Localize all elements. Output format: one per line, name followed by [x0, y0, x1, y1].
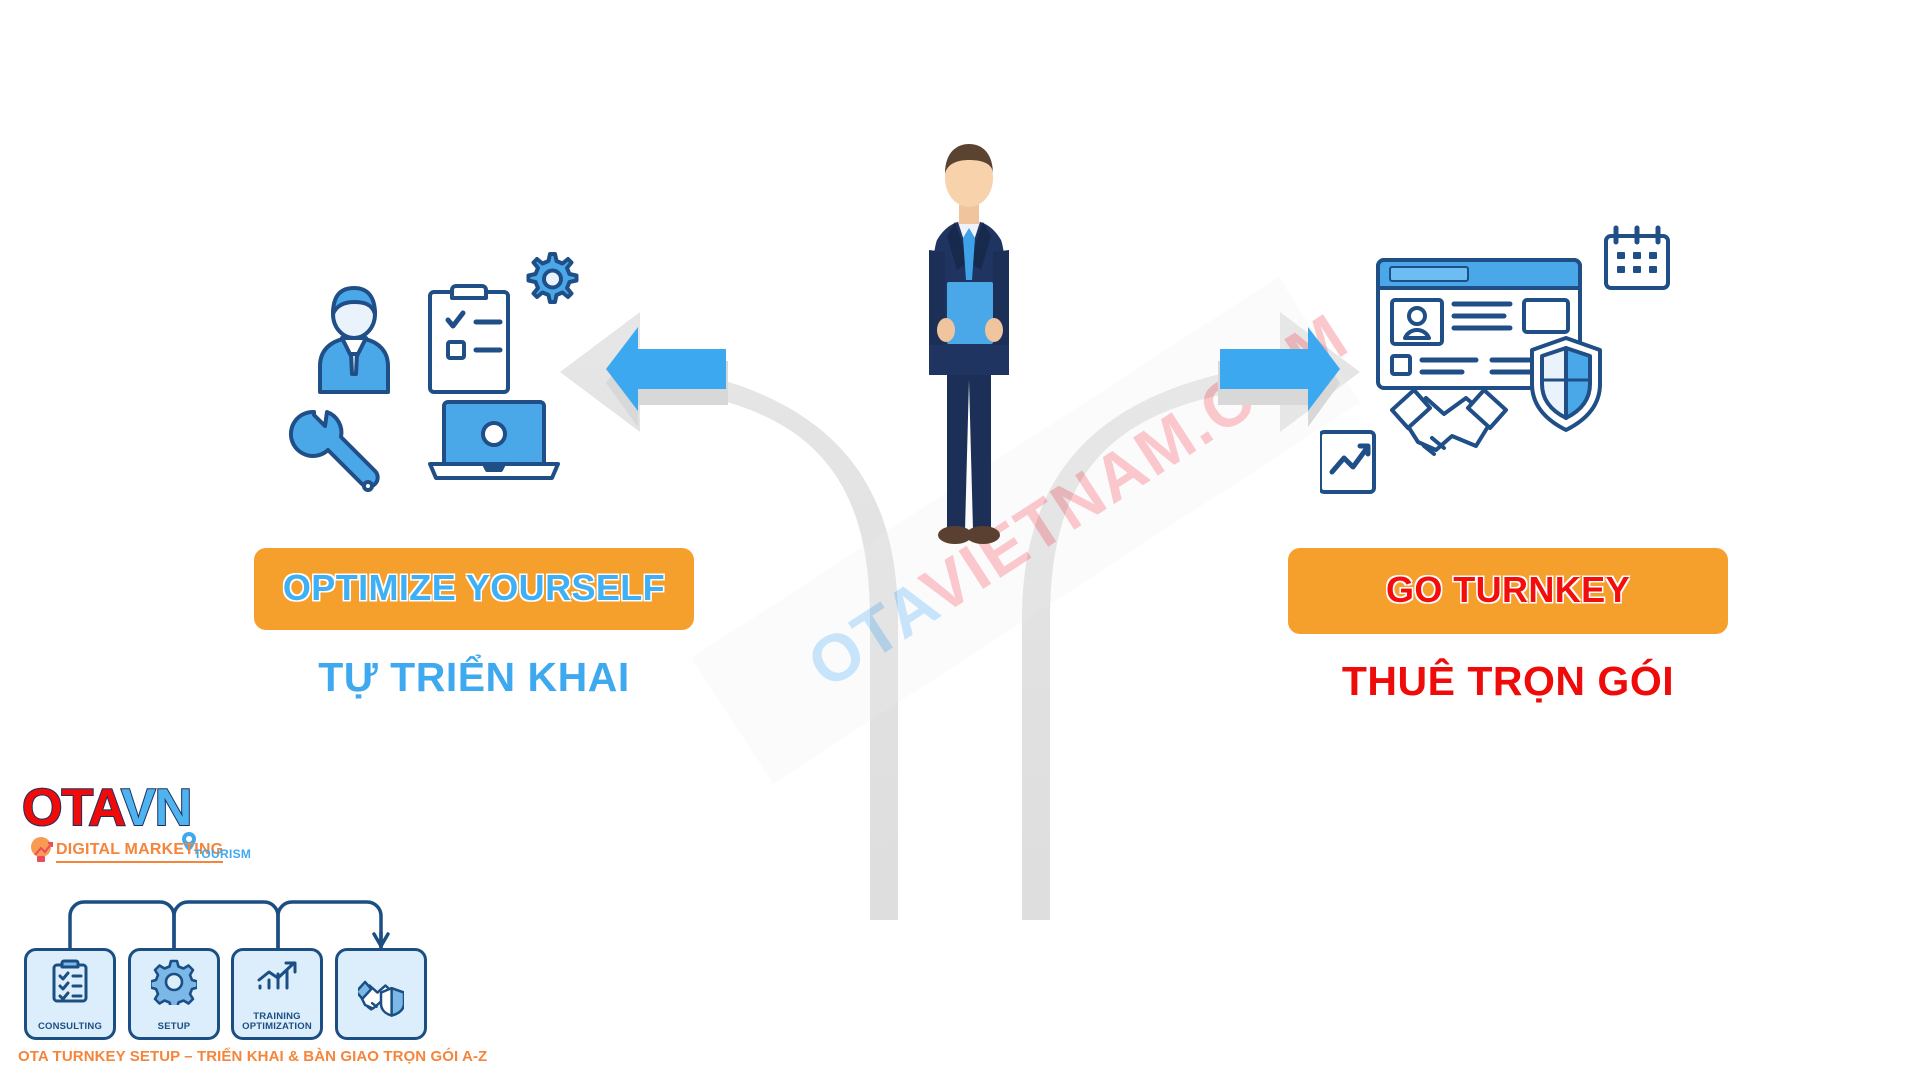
watermark-text-part1: OTA [794, 566, 949, 702]
option-self-implementation: OPTIMIZE YOURSELF TỰ TRIỂN KHAI [254, 548, 694, 699]
go-turnkey-label: GO TURNKEY [1385, 569, 1630, 610]
logo-word-vn: VN [120, 779, 193, 837]
logo-word-ota: OTA [21, 779, 123, 837]
gear-icon [151, 959, 197, 1005]
option-turnkey: GO TURNKEY THUÊ TRỌN GÓI [1288, 548, 1728, 703]
turnkey-service-icon-cluster [1320, 225, 1670, 494]
left-arrow-icon[interactable] [606, 327, 728, 427]
clipboard-checklist-icon [428, 284, 510, 394]
process-strip: CONSULTING SETUP [18, 890, 518, 1065]
process-card-label-line2: OPTIMIZATION [242, 1021, 312, 1033]
clipboard-checklist-icon [52, 959, 88, 1003]
logo-wordmark: OTAVN [21, 779, 282, 837]
handshake-shield-icon [358, 980, 404, 1017]
process-card-setup[interactable]: SETUP [128, 948, 220, 1040]
right-arrow-icon[interactable] [1218, 327, 1340, 427]
process-caption: OTA TURNKEY SETUP – TRIỂN KHAI & BÀN GIA… [18, 1048, 488, 1065]
browser-profile-window-icon [1376, 258, 1582, 390]
optimize-yourself-button[interactable]: OPTIMIZE YOURSELF [254, 548, 694, 630]
lightbulb-growth-icon [31, 837, 53, 862]
laptop-icon [428, 400, 560, 480]
wrench-icon [288, 409, 380, 492]
process-card-handover[interactable] [335, 948, 427, 1040]
process-card-training-optimization[interactable]: TRAINING OPTIMIZATION [231, 948, 323, 1040]
calendar-icon [1604, 225, 1670, 290]
handshake-icon [1390, 388, 1508, 456]
businessman-figure [929, 144, 1009, 544]
map-pin-icon [182, 832, 196, 852]
process-card-label: TRAINING OPTIMIZATION [234, 1010, 320, 1033]
optimize-yourself-label: OPTIMIZE YOURSELF [282, 567, 666, 608]
brand-logo[interactable]: OTAVN DIGITAL MARKETING TOURISM [21, 779, 282, 867]
self-implementation-icon-cluster [288, 252, 579, 492]
option-right-subtitle: THUÊ TRỌN GÓI [1341, 658, 1675, 704]
go-turnkey-button[interactable]: GO TURNKEY [1288, 548, 1728, 634]
logo-taglines: DIGITAL MARKETING TOURISM [22, 832, 282, 864]
shield-icon [1530, 336, 1602, 432]
process-connectors [68, 900, 390, 950]
process-card-label-line1: TRAINING [253, 1010, 301, 1022]
consultant-avatar-icon [318, 286, 390, 394]
growth-chart-icon [257, 961, 297, 990]
process-card-consulting[interactable]: CONSULTING [24, 948, 116, 1040]
gear-icon [526, 252, 579, 304]
logo-tagline-primary: DIGITAL MARKETING [56, 841, 224, 863]
process-card-label: CONSULTING [37, 1021, 103, 1033]
process-card-label: SETUP [157, 1021, 191, 1033]
chart-badge-icon [1320, 430, 1376, 494]
option-left-subtitle: TỰ TRIỂN KHAI [318, 654, 630, 700]
logo-tagline-secondary: TOURISM [194, 847, 252, 861]
